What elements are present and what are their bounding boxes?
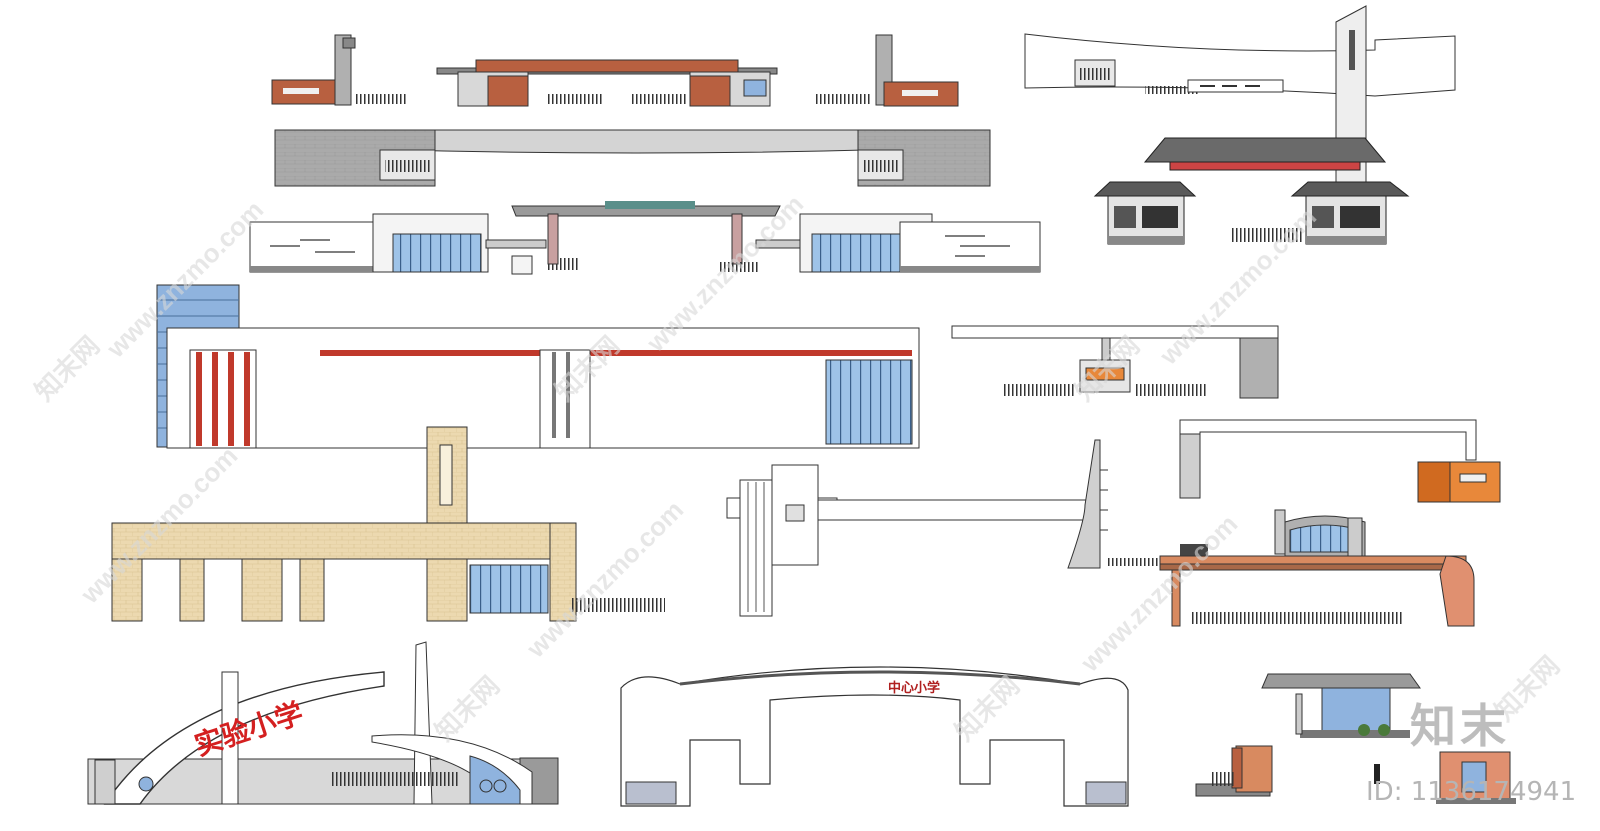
gate-brick-pylons: [271, 34, 959, 107]
gate-beige-tiled-portal: [111, 426, 665, 622]
gate-modern-canopy-brick: [1195, 673, 1516, 804]
gate-white-frame-orange-booth: [1179, 419, 1501, 503]
gate-white-glass-canopy: [249, 201, 1041, 275]
central-primary-sign: 中心小学: [888, 680, 940, 696]
gate-gray-curved-canopy: [274, 129, 991, 187]
gate-orange-curved-platform: [1106, 509, 1475, 627]
brand-logo: 知末: [1410, 699, 1510, 753]
gate-experimental-primary-arch: 实验小学: [87, 641, 559, 805]
gate-traditional-roof: [1093, 137, 1410, 245]
gate-white-cantilever: [951, 325, 1279, 399]
gate-white-slab-sail: [726, 439, 1108, 617]
gate-central-primary-arch: 中心小学: [620, 666, 1129, 807]
brand-badge: 知末 ID: 1136174941: [1366, 699, 1576, 807]
watermark-brand-4: 知末网: [429, 670, 505, 746]
watermark-brand-1: 知末网: [29, 330, 105, 406]
gate-white-frame-blue-tower: [156, 284, 920, 449]
asset-id: ID: 1136174941: [1366, 777, 1576, 807]
